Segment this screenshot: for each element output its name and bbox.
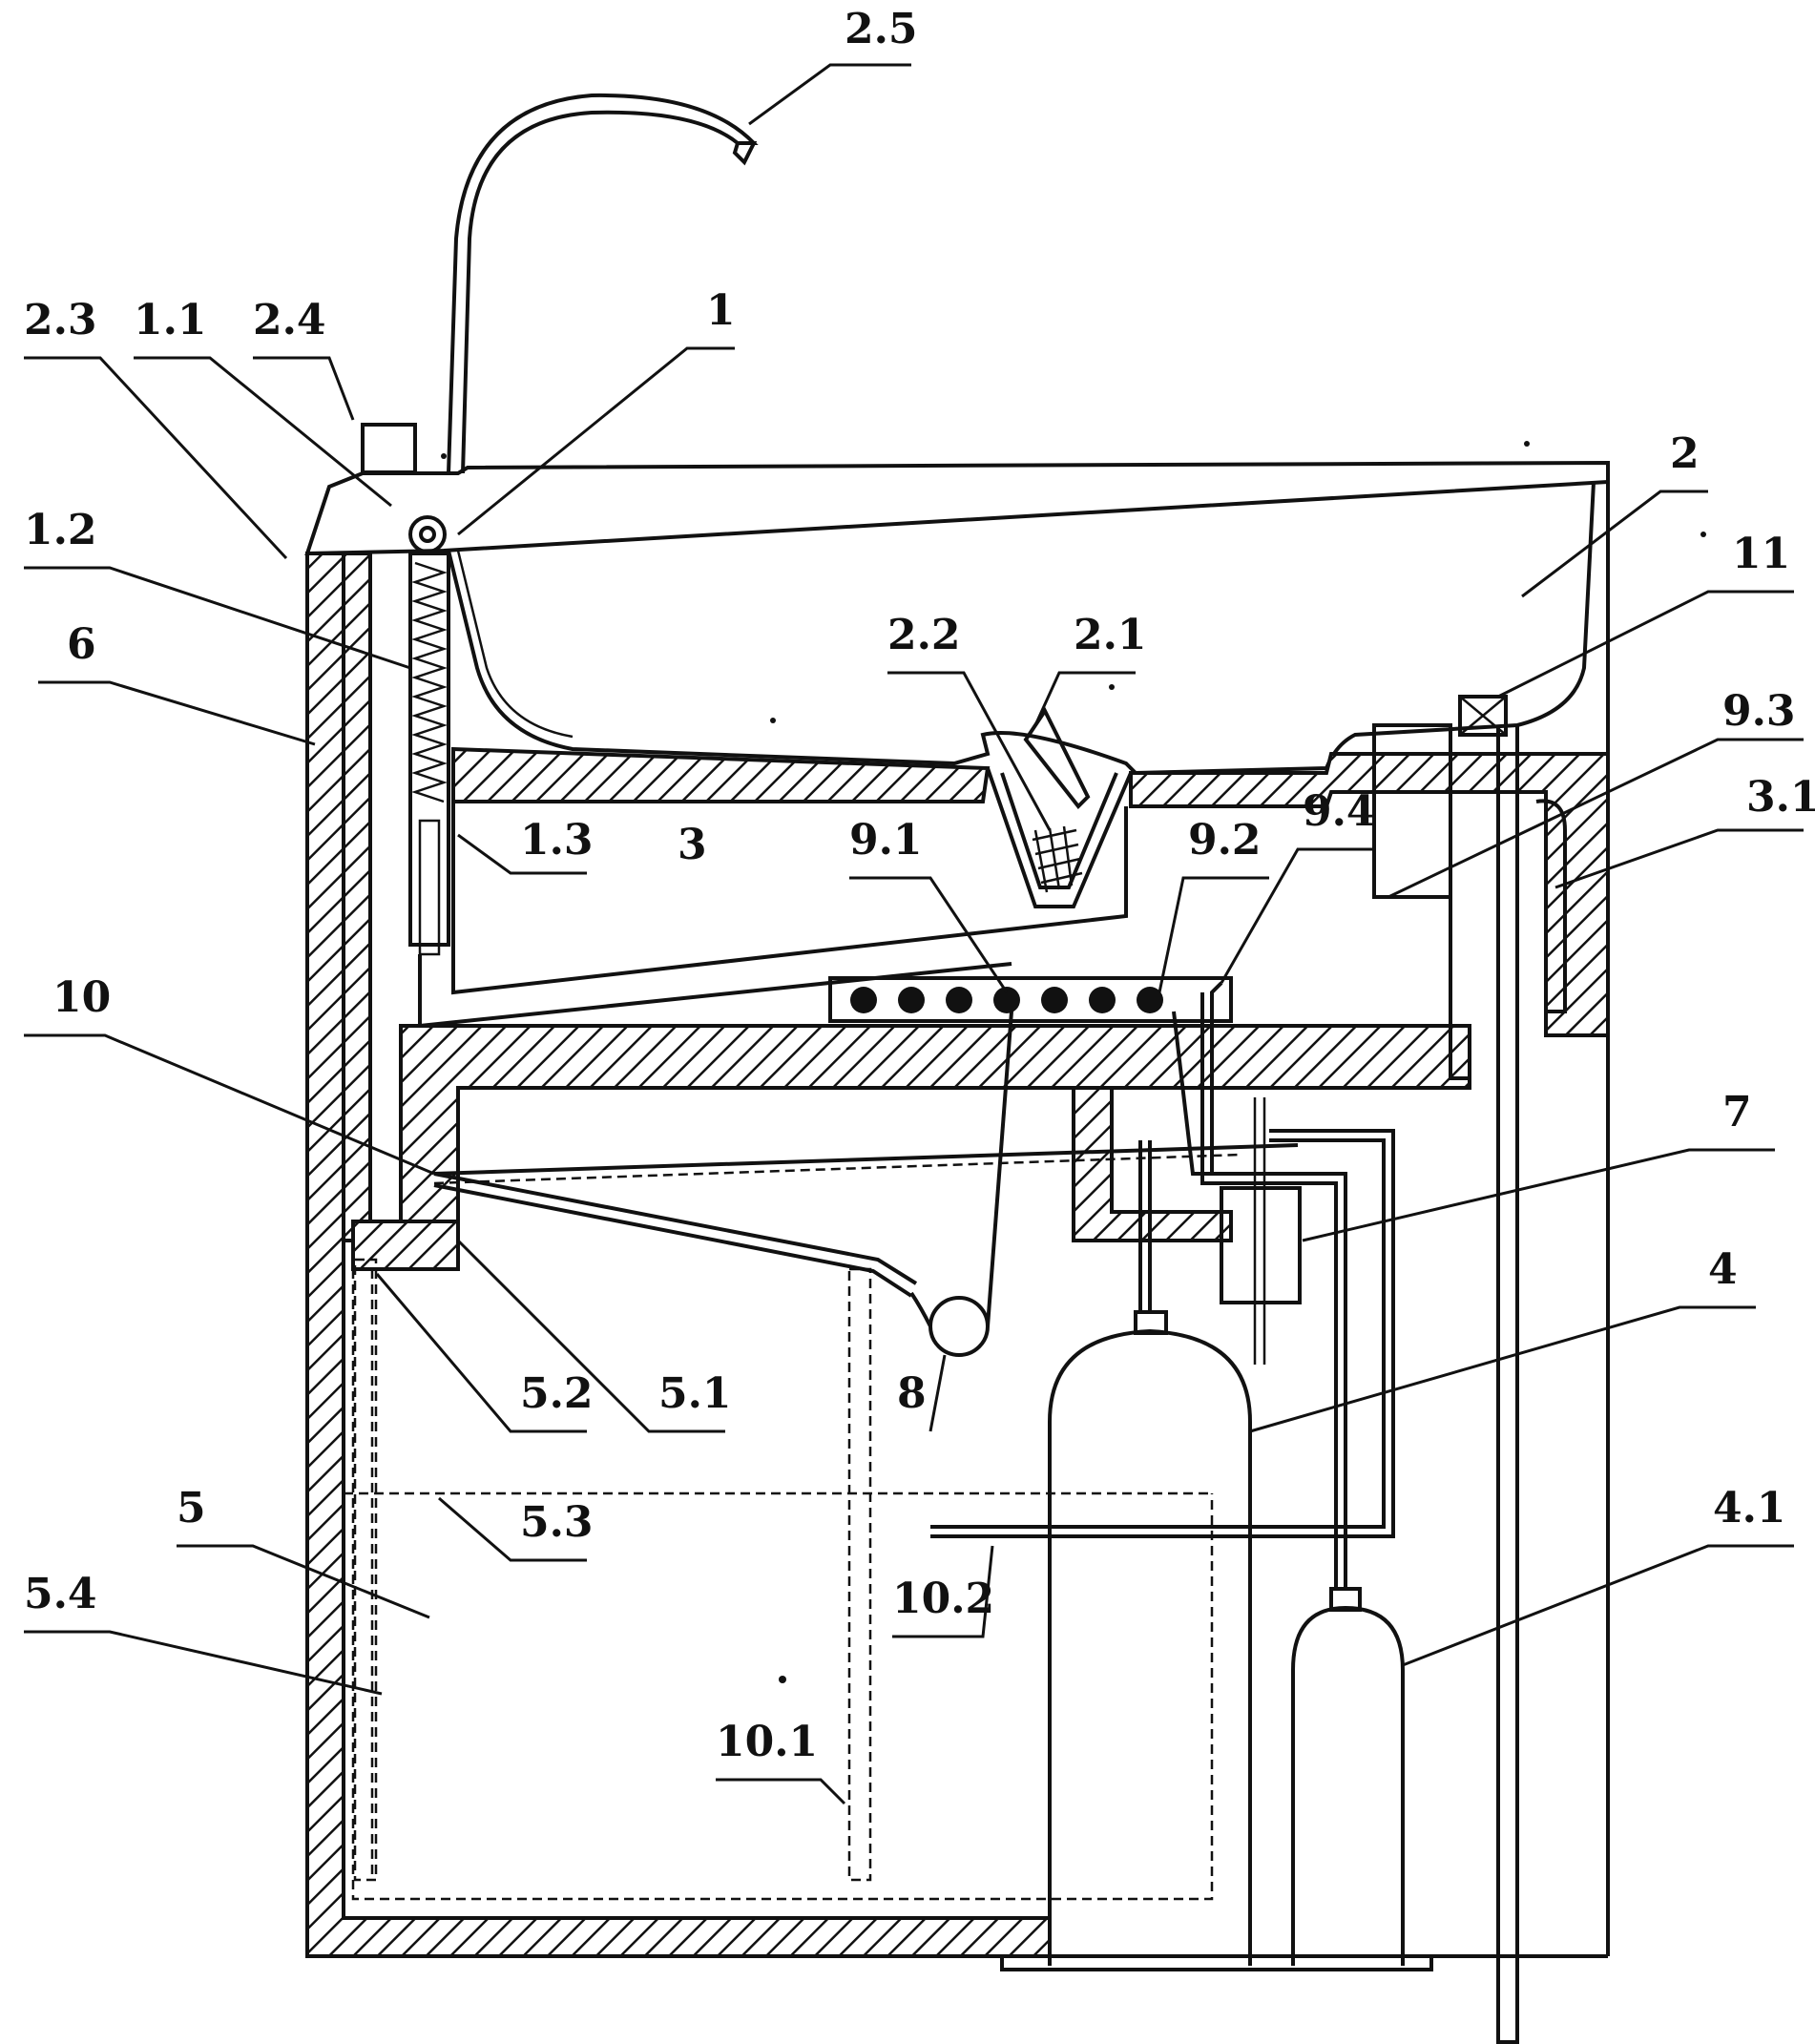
label-1-3: 1.3 (520, 816, 594, 865)
label-8: 8 (897, 1369, 927, 1418)
label-10: 10 (52, 973, 111, 1022)
tank-base-plate (1000, 1954, 1433, 1971)
label-6: 6 (67, 620, 96, 669)
cabinet-outer-wall (305, 463, 1610, 1958)
label-5-4: 5.4 (24, 1570, 97, 1618)
callout-2-3: 2.3 (24, 296, 288, 560)
label-2-1: 2.1 (1074, 611, 1147, 659)
callout-1-2: 1.2 (24, 506, 411, 670)
callout-5-3: 5.3 (438, 1496, 594, 1562)
callout-2-2: 2.2 (887, 611, 1052, 831)
callout-1: 1 (457, 286, 736, 536)
callout-4: 4 (1249, 1245, 1756, 1433)
valve-box (1372, 723, 1470, 1080)
label-3-1: 3.1 (1746, 773, 1815, 822)
top-slab (304, 460, 1610, 556)
label-5-2: 5.2 (520, 1369, 594, 1418)
callout-5: 5 (177, 1484, 430, 1619)
drain-funnel (986, 767, 1133, 908)
callout-7: 7 (1302, 1088, 1775, 1242)
label-2: 2 (1670, 429, 1700, 478)
label-1: 1 (706, 286, 736, 335)
ignition-ring (909, 1011, 1260, 1357)
callout-8: 8 (897, 1354, 947, 1432)
callout-4-1: 4.1 (1402, 1484, 1794, 1667)
label-7: 7 (1722, 1088, 1752, 1137)
dispenser-top (361, 423, 417, 474)
label-9-3: 9.3 (1722, 687, 1796, 736)
gas-tank-large (1048, 1310, 1252, 1966)
callout-10-2: 10.2 (892, 1545, 994, 1638)
label-10-1: 10.1 (716, 1718, 818, 1766)
pump (1220, 1097, 1302, 1365)
gas-tank-small (1291, 1587, 1405, 1966)
label-2-2: 2.2 (887, 611, 961, 659)
callout-3: 3 (678, 821, 707, 869)
label-5-3: 5.3 (520, 1498, 594, 1547)
label-3: 3 (678, 821, 707, 869)
stray-dots (441, 441, 1706, 1683)
heater-row (828, 976, 1233, 1023)
label-5: 5 (177, 1484, 206, 1533)
spring-assembly (408, 552, 450, 956)
callout-1-3: 1.3 (457, 816, 594, 875)
label-10-2: 10.2 (892, 1575, 994, 1623)
filter-mesh (1032, 825, 1083, 893)
callout-9-4: 9.4 (1220, 787, 1376, 984)
callout-1-1: 1.1 (134, 296, 392, 508)
drain-lever (1023, 707, 1091, 810)
callout-10-1: 10.1 (716, 1718, 846, 1805)
callout-2-5: 2.5 (748, 5, 918, 126)
label-1-1: 1.1 (134, 296, 207, 344)
upper-shelf (451, 746, 1610, 1037)
label-2-4: 2.4 (253, 296, 326, 344)
label-9-2: 9.2 (1188, 816, 1262, 865)
label-9-4: 9.4 (1303, 787, 1376, 836)
label-9-1: 9.1 (849, 816, 923, 865)
callout-5-4: 5.4 (24, 1570, 383, 1696)
callout-10: 10 (24, 973, 435, 1176)
callout-2: 2 (1521, 429, 1708, 598)
callout-5-1: 5.1 (456, 1239, 732, 1433)
label-1-2: 1.2 (24, 506, 97, 554)
callout-9-1: 9.1 (849, 816, 1009, 993)
burner-bar (433, 1143, 1299, 1298)
faucet (447, 93, 759, 474)
callout-2-4: 2.4 (253, 296, 355, 421)
water-tank (344, 1258, 1214, 1901)
callout-6: 6 (38, 620, 316, 746)
label-2-5: 2.5 (845, 5, 918, 53)
callout-5-2: 5.2 (375, 1273, 594, 1433)
main-deck (351, 1024, 1471, 1271)
callout-9-2: 9.2 (1158, 816, 1269, 993)
label-11: 11 (1732, 530, 1790, 578)
label-4-1: 4.1 (1713, 1484, 1786, 1533)
label-2-3: 2.3 (24, 296, 97, 344)
label-4: 4 (1708, 1245, 1738, 1294)
sink-basin (447, 481, 1596, 776)
callout-2-1: 2.1 (1033, 611, 1147, 726)
callout-11: 11 (1497, 530, 1794, 699)
hinge-pin (408, 515, 447, 553)
callout-9-3: 9.3 (1387, 687, 1804, 899)
label-5-1: 5.1 (658, 1369, 732, 1418)
callout-3-1: 3.1 (1554, 773, 1815, 889)
